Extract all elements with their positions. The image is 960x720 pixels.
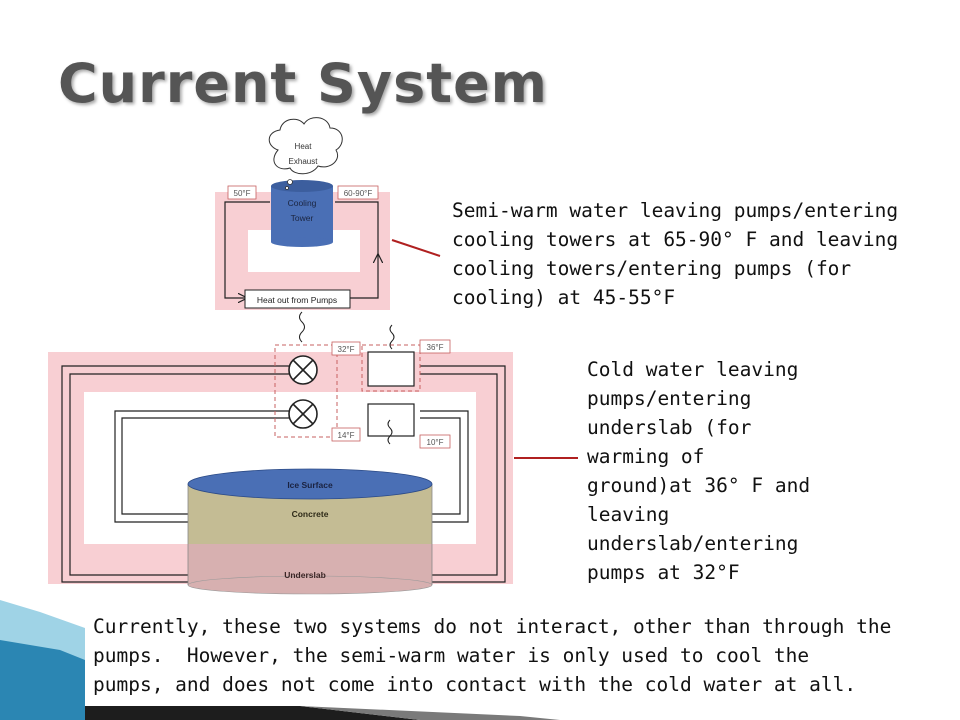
bottom-note-line-1: Currently, these two systems do not inte… (93, 615, 892, 638)
temp-tag-10f (419, 434, 451, 449)
hx-zone-dashed (361, 344, 421, 392)
cloud-bubble-small (287, 179, 293, 185)
temp-tag-60-90f-label: 60-90°F (344, 189, 373, 198)
temp-tag-32f (331, 341, 361, 356)
callout-warm-line-4: cooling) at 45-55°F (452, 286, 676, 309)
squiggle-hx-upper (389, 324, 395, 350)
temp-tag-50f (227, 185, 257, 200)
cooling-tower-top (271, 180, 333, 192)
ice-surface (187, 468, 433, 500)
slide-title: Current System (58, 52, 548, 115)
squiggle-pump (299, 311, 305, 343)
callout-warm-line-1: Semi-warm water leaving pumps/entering (452, 199, 899, 222)
temp-tag-10f-label: 10°F (427, 438, 444, 447)
temp-tag-50f-label: 50°F (234, 189, 251, 198)
pump-upper (288, 355, 318, 385)
pump-lower (288, 399, 318, 429)
footer-swoosh-fade (300, 706, 560, 720)
inner-pipe-loop-inner (121, 417, 461, 515)
cooling-tower-body (271, 186, 333, 242)
tower-label-line2: Tower (291, 213, 314, 223)
tower-loop-top-right-line (335, 201, 379, 256)
bottom-note: Currently, these two systems do not inte… (93, 612, 913, 699)
heat-out-pumps-box (244, 289, 351, 309)
callout-cold-line-1: Cold water leaving (587, 358, 799, 381)
heat-out-pumps-label: Heat out from Pumps (257, 295, 337, 305)
callout-cold-line-7: underslab/entering (587, 532, 799, 555)
rink-cold-loop: 32°F 36°F 14°F 10°F Ice Surface Concrete… (48, 311, 513, 595)
pump-zone-dashed (274, 344, 338, 438)
callout-cold-line-3: underslab (for (587, 416, 752, 439)
bottom-note-line-3: pumps, and does not come into contact wi… (93, 673, 857, 696)
cloud-label-line1: Heat (295, 142, 313, 151)
callout-cold-line-4: warming of (587, 445, 705, 468)
callout-cold-water: Cold water leaving pumps/entering unders… (587, 355, 810, 587)
callout-cold-line-5: ground)at 36° F and (587, 474, 811, 497)
underslab-label: Underslab (284, 570, 326, 580)
tower-label-line1: Cooling (288, 198, 317, 208)
cooling-tower-loop: Cooling Tower Heat Exhaust 50°F 60-90°F … (215, 117, 390, 310)
callout-warm-line-2: cooling towers at 65-90° F and leaving (452, 228, 899, 251)
temp-tag-14f-label: 14°F (338, 431, 355, 440)
footer-swoosh-base (85, 706, 420, 720)
callout-warm-line-3: cooling towers/entering pumps (for (452, 257, 852, 280)
temp-tag-36f-label: 36°F (427, 343, 444, 352)
concrete-label: Concrete (292, 509, 329, 519)
squiggle-hx-lower (387, 419, 393, 445)
tower-loop-left-line (224, 201, 270, 298)
callout-line-warm (391, 239, 441, 257)
outer-pipe-loop-inner (69, 373, 498, 576)
cooling-tower-bottom (271, 237, 333, 247)
bottom-note-line-2: pumps. However, the semi-warm water is o… (93, 644, 810, 667)
temp-tag-36f (419, 339, 451, 354)
heat-exchanger-lower (367, 403, 415, 437)
outer-pipe-loop (61, 365, 506, 583)
temp-tag-32f-label: 32°F (338, 345, 355, 354)
temp-tag-60-90f (337, 185, 379, 200)
callout-cold-line-6: leaving (587, 503, 670, 526)
heat-exhaust-cloud (268, 117, 343, 175)
callout-cold-line-8: pumps at 32°F (587, 561, 740, 584)
tower-loop-right-line (350, 256, 378, 299)
callout-cold-line-2: pumps/entering (587, 387, 752, 410)
inner-pipe-loop (114, 410, 469, 523)
heat-exchanger-upper (367, 351, 415, 387)
cloud-bubble-tiny (285, 186, 289, 190)
ice-surface-label: Ice Surface (287, 480, 333, 490)
temp-tag-14f (331, 427, 361, 442)
cloud-label-line2: Exhaust (289, 157, 319, 166)
footer-swoosh-dark (0, 640, 85, 720)
callout-semi-warm-water: Semi-warm water leaving pumps/entering c… (452, 196, 898, 312)
